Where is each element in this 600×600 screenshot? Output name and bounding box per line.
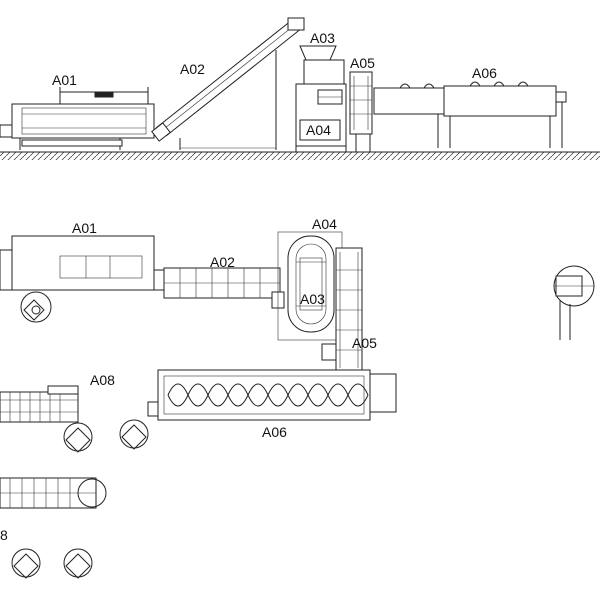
- machine-a03-a04-side: [295, 45, 347, 152]
- machine-a02-side: [151, 17, 305, 150]
- label-a03-plan: A03: [300, 291, 325, 307]
- machine-a06-side: [373, 81, 567, 148]
- floor-line: [0, 151, 600, 160]
- machine-a08-plan: [0, 385, 149, 453]
- label-a06-plan: A06: [262, 424, 287, 440]
- detail-drum: [553, 265, 595, 340]
- machine-a05-plan: [321, 247, 363, 373]
- machine-a02-plan: [163, 267, 285, 309]
- label-a02-side: A02: [180, 61, 205, 77]
- machine-a01-side: [0, 87, 155, 150]
- machine-a01-plan: [0, 235, 165, 323]
- label-a05-plan: A05: [352, 335, 377, 351]
- label-8-plan: 8: [0, 527, 8, 543]
- machine-line-8-plan: [0, 477, 107, 579]
- label-a01-side: A01: [52, 72, 77, 88]
- side-elevation: A01 A02 A03 A04 A05 A06: [0, 17, 600, 160]
- label-a01-plan: A01: [72, 220, 97, 236]
- label-a02-plan: A02: [210, 254, 235, 270]
- machine-a06-plan: [147, 369, 397, 421]
- machine-a03-a04-plan: [277, 231, 343, 341]
- label-a06-side: A06: [472, 65, 497, 81]
- label-a05-side: A05: [350, 55, 375, 71]
- plan-view: A01 A02 A03 A04 A05 A06 A08 8: [0, 216, 595, 579]
- label-a04-side: A04: [306, 122, 331, 138]
- label-a03-side: A03: [310, 30, 335, 46]
- label-a08-plan: A08: [90, 372, 115, 388]
- machine-a05-side: [349, 71, 373, 152]
- label-a04-plan: A04: [312, 216, 337, 232]
